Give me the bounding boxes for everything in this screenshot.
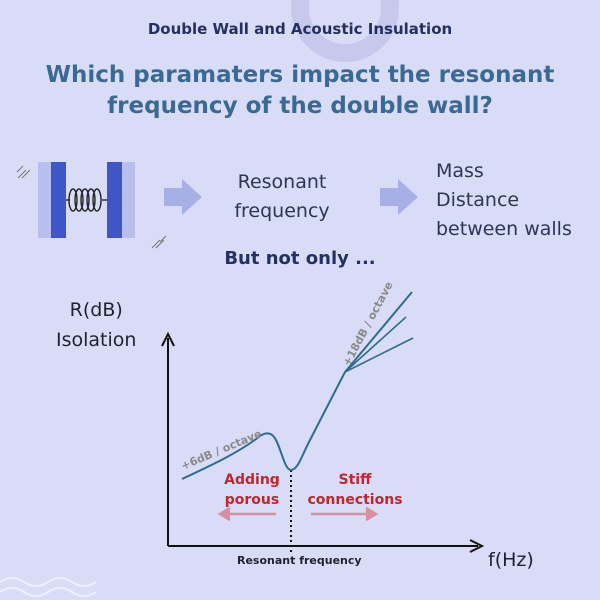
wall-right-outer <box>122 162 135 238</box>
headline-line-1: Which paramaters impact the resonant <box>45 62 555 88</box>
isolation-curve <box>181 291 413 480</box>
wall-left-outer <box>38 162 51 238</box>
adding-porous-line-1: Adding <box>224 472 280 488</box>
flow-arrow-1 <box>164 179 202 215</box>
slope-high-label: +18dB / octave <box>340 279 396 368</box>
x-axis-label: f(Hz) <box>488 549 534 571</box>
stiff-connections-annotation: Stiff connections <box>300 470 410 510</box>
right-arrow-icon <box>164 179 202 215</box>
headline: Which paramaters impact the resonant fre… <box>20 60 580 122</box>
subtitle: But not only ... <box>224 248 376 269</box>
decorative-wave-1 <box>0 577 97 587</box>
wall-left <box>51 162 66 238</box>
flow-middle-line-2: frequency <box>234 200 330 222</box>
stiff-connections-line-2: connections <box>307 492 403 508</box>
flow-middle-line-1: Resonant <box>237 171 327 193</box>
flow-resonant-frequency: Resonant frequency <box>222 168 342 226</box>
right-arrow-icon <box>311 506 379 522</box>
double-wall-illustration <box>16 162 167 249</box>
adding-porous-line-2: porous <box>224 492 280 508</box>
stiff-connections-line-1: Stiff <box>338 472 372 488</box>
y-axis-label-line-1: R(dB) <box>69 299 123 321</box>
resonant-frequency-label: Resonant frequency <box>237 554 362 567</box>
flow-parameters: Mass Distance between walls <box>436 157 572 244</box>
y-axis-label: R(dB) Isolation <box>56 295 136 355</box>
y-axis-label-line-2: Isolation <box>56 329 137 351</box>
flow-right-line-2: Distance <box>436 189 520 211</box>
branch-curve-middle <box>344 316 407 373</box>
wall-right <box>107 162 122 238</box>
y-axis-arrow-icon <box>161 331 175 347</box>
x-axis-arrow-icon <box>469 539 485 553</box>
branch-curve-lower <box>344 337 414 373</box>
headline-line-2: frequency of the double wall? <box>107 93 493 119</box>
flow-right-line-3: between walls <box>436 218 572 240</box>
motion-mark-bottom <box>151 235 167 249</box>
decorative-circle <box>291 0 399 62</box>
flow-arrow-2 <box>380 179 418 215</box>
adding-porous-annotation: Adding porous <box>210 470 294 510</box>
series-title: Double Wall and Acoustic Insulation <box>147 20 453 38</box>
spring-icon <box>66 188 107 212</box>
right-arrow-icon <box>380 179 418 215</box>
motion-mark-top <box>16 165 31 179</box>
slope-low-label: +6dB / octave <box>179 427 263 473</box>
decorative-wave-2 <box>0 587 97 597</box>
left-arrow-icon <box>217 506 276 522</box>
flow-right-line-1: Mass <box>436 160 484 182</box>
